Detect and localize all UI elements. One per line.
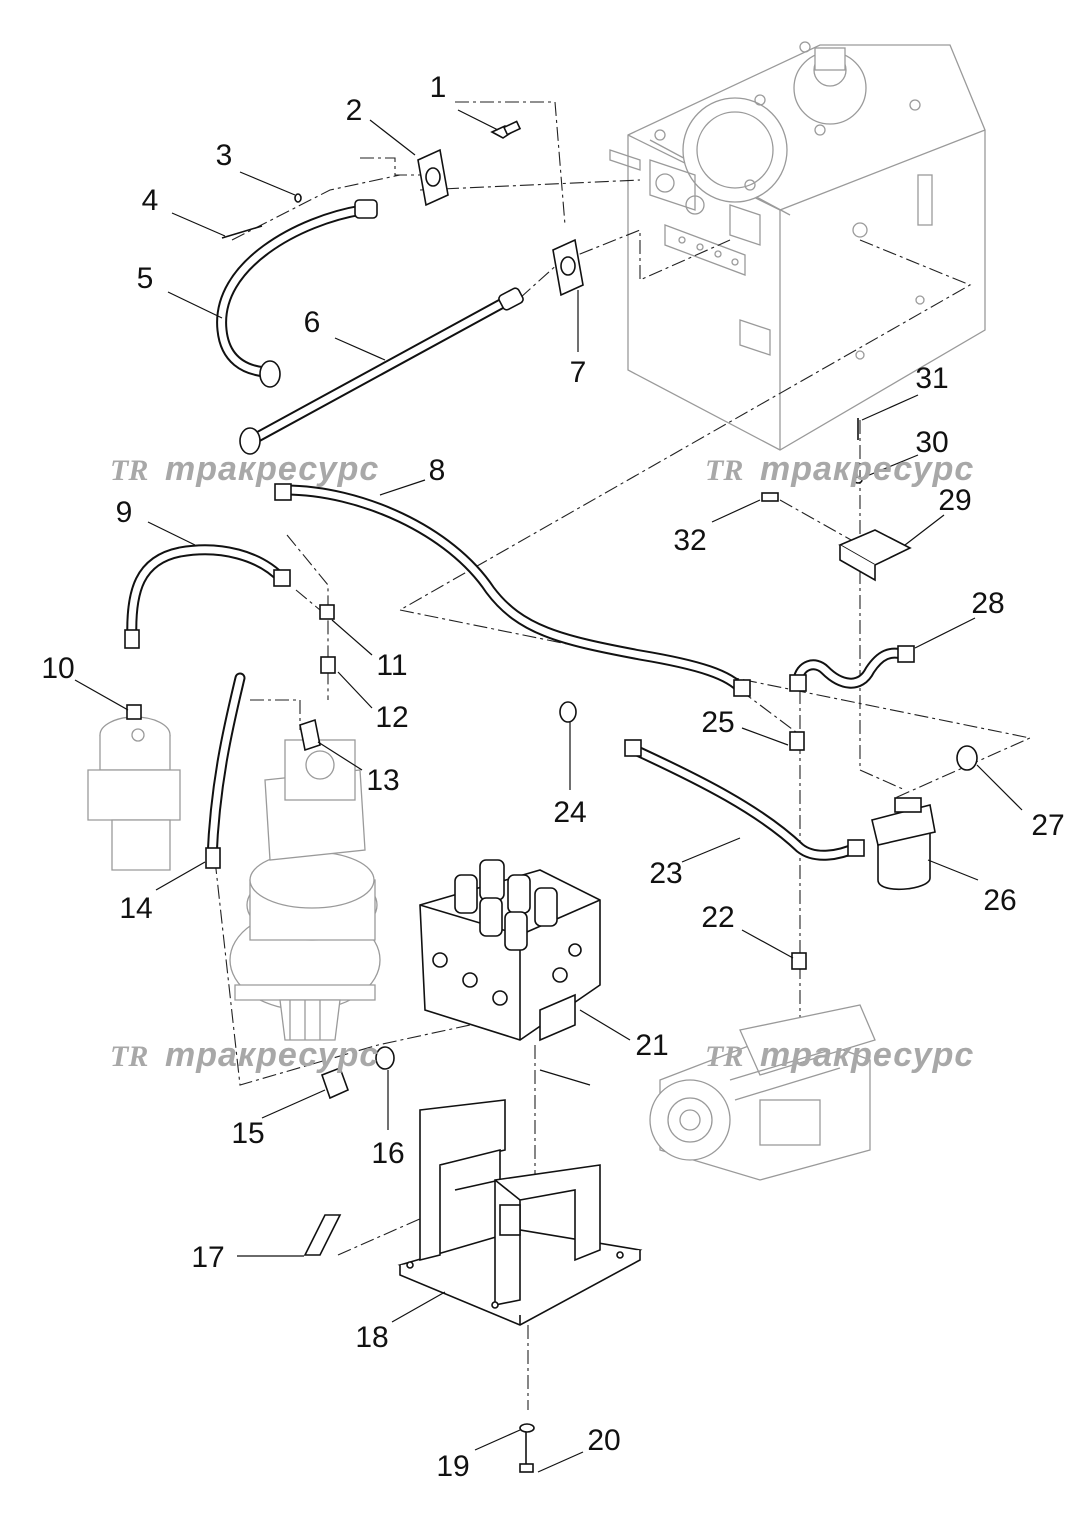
watermark-logo: TR <box>705 454 743 487</box>
callout-6: 6 <box>304 306 321 339</box>
callout-10: 10 <box>41 652 74 685</box>
swing-motor <box>229 739 381 1041</box>
callout-25: 25 <box>701 706 734 739</box>
callout-12: 12 <box>375 701 408 734</box>
callout-18: 18 <box>355 1321 388 1354</box>
watermark-text: тракресурс <box>165 1036 379 1074</box>
callout-4: 4 <box>142 184 159 217</box>
watermark-logo: TR <box>110 1040 148 1073</box>
callout-8: 8 <box>429 454 446 487</box>
callout-28: 28 <box>971 587 1004 620</box>
watermark-top-left: TR тракресурс <box>110 450 379 488</box>
callout-15: 15 <box>231 1117 264 1150</box>
callout-26: 26 <box>983 884 1016 917</box>
callout-1: 1 <box>430 71 447 104</box>
callout-30: 30 <box>915 426 948 459</box>
watermark-text: тракресурс <box>760 1036 974 1074</box>
callout-5: 5 <box>137 262 154 295</box>
callout-labels: 1 2 3 4 5 6 7 8 9 10 11 12 13 14 15 16 1… <box>41 71 1064 1483</box>
callout-16: 16 <box>371 1137 404 1170</box>
callout-32: 32 <box>673 524 706 557</box>
small-parts <box>126 120 978 1473</box>
callout-23: 23 <box>649 857 682 890</box>
assembly-center-lines <box>214 101 1032 1410</box>
callout-20: 20 <box>587 1424 620 1457</box>
watermark-bottom-right: TR тракресурс <box>705 1036 974 1074</box>
pilot-valve-unit <box>87 716 181 871</box>
main-pump <box>649 1004 876 1181</box>
callout-19: 19 <box>436 1450 469 1483</box>
callout-11: 11 <box>376 649 407 682</box>
callout-21: 21 <box>635 1029 668 1062</box>
callout-29: 29 <box>938 484 971 517</box>
callout-3: 3 <box>216 139 233 172</box>
pump-stand <box>397 1099 643 1326</box>
watermark-top-right: TR тракресурс <box>705 450 974 488</box>
callout-13: 13 <box>366 764 399 797</box>
callout-14: 14 <box>119 892 152 925</box>
watermark-logo: TR <box>110 454 148 487</box>
watermark-bottom-left: TR тракресурс <box>110 1036 379 1074</box>
hydraulic-tank <box>609 41 986 451</box>
watermark-logo: TR <box>705 1040 743 1073</box>
callout-9: 9 <box>116 496 133 529</box>
callout-17: 17 <box>191 1241 224 1274</box>
callout-27: 27 <box>1031 809 1064 842</box>
callout-22: 22 <box>701 901 734 934</box>
hoses <box>124 199 915 869</box>
leader-lines <box>74 109 1023 1473</box>
callout-7: 7 <box>570 356 587 389</box>
callout-2: 2 <box>346 94 363 127</box>
watermark-text: тракресурс <box>760 450 974 488</box>
control-valve <box>419 859 601 1042</box>
watermark-text: тракресурс <box>165 450 379 488</box>
callout-31: 31 <box>915 362 948 395</box>
callout-24: 24 <box>553 796 586 829</box>
